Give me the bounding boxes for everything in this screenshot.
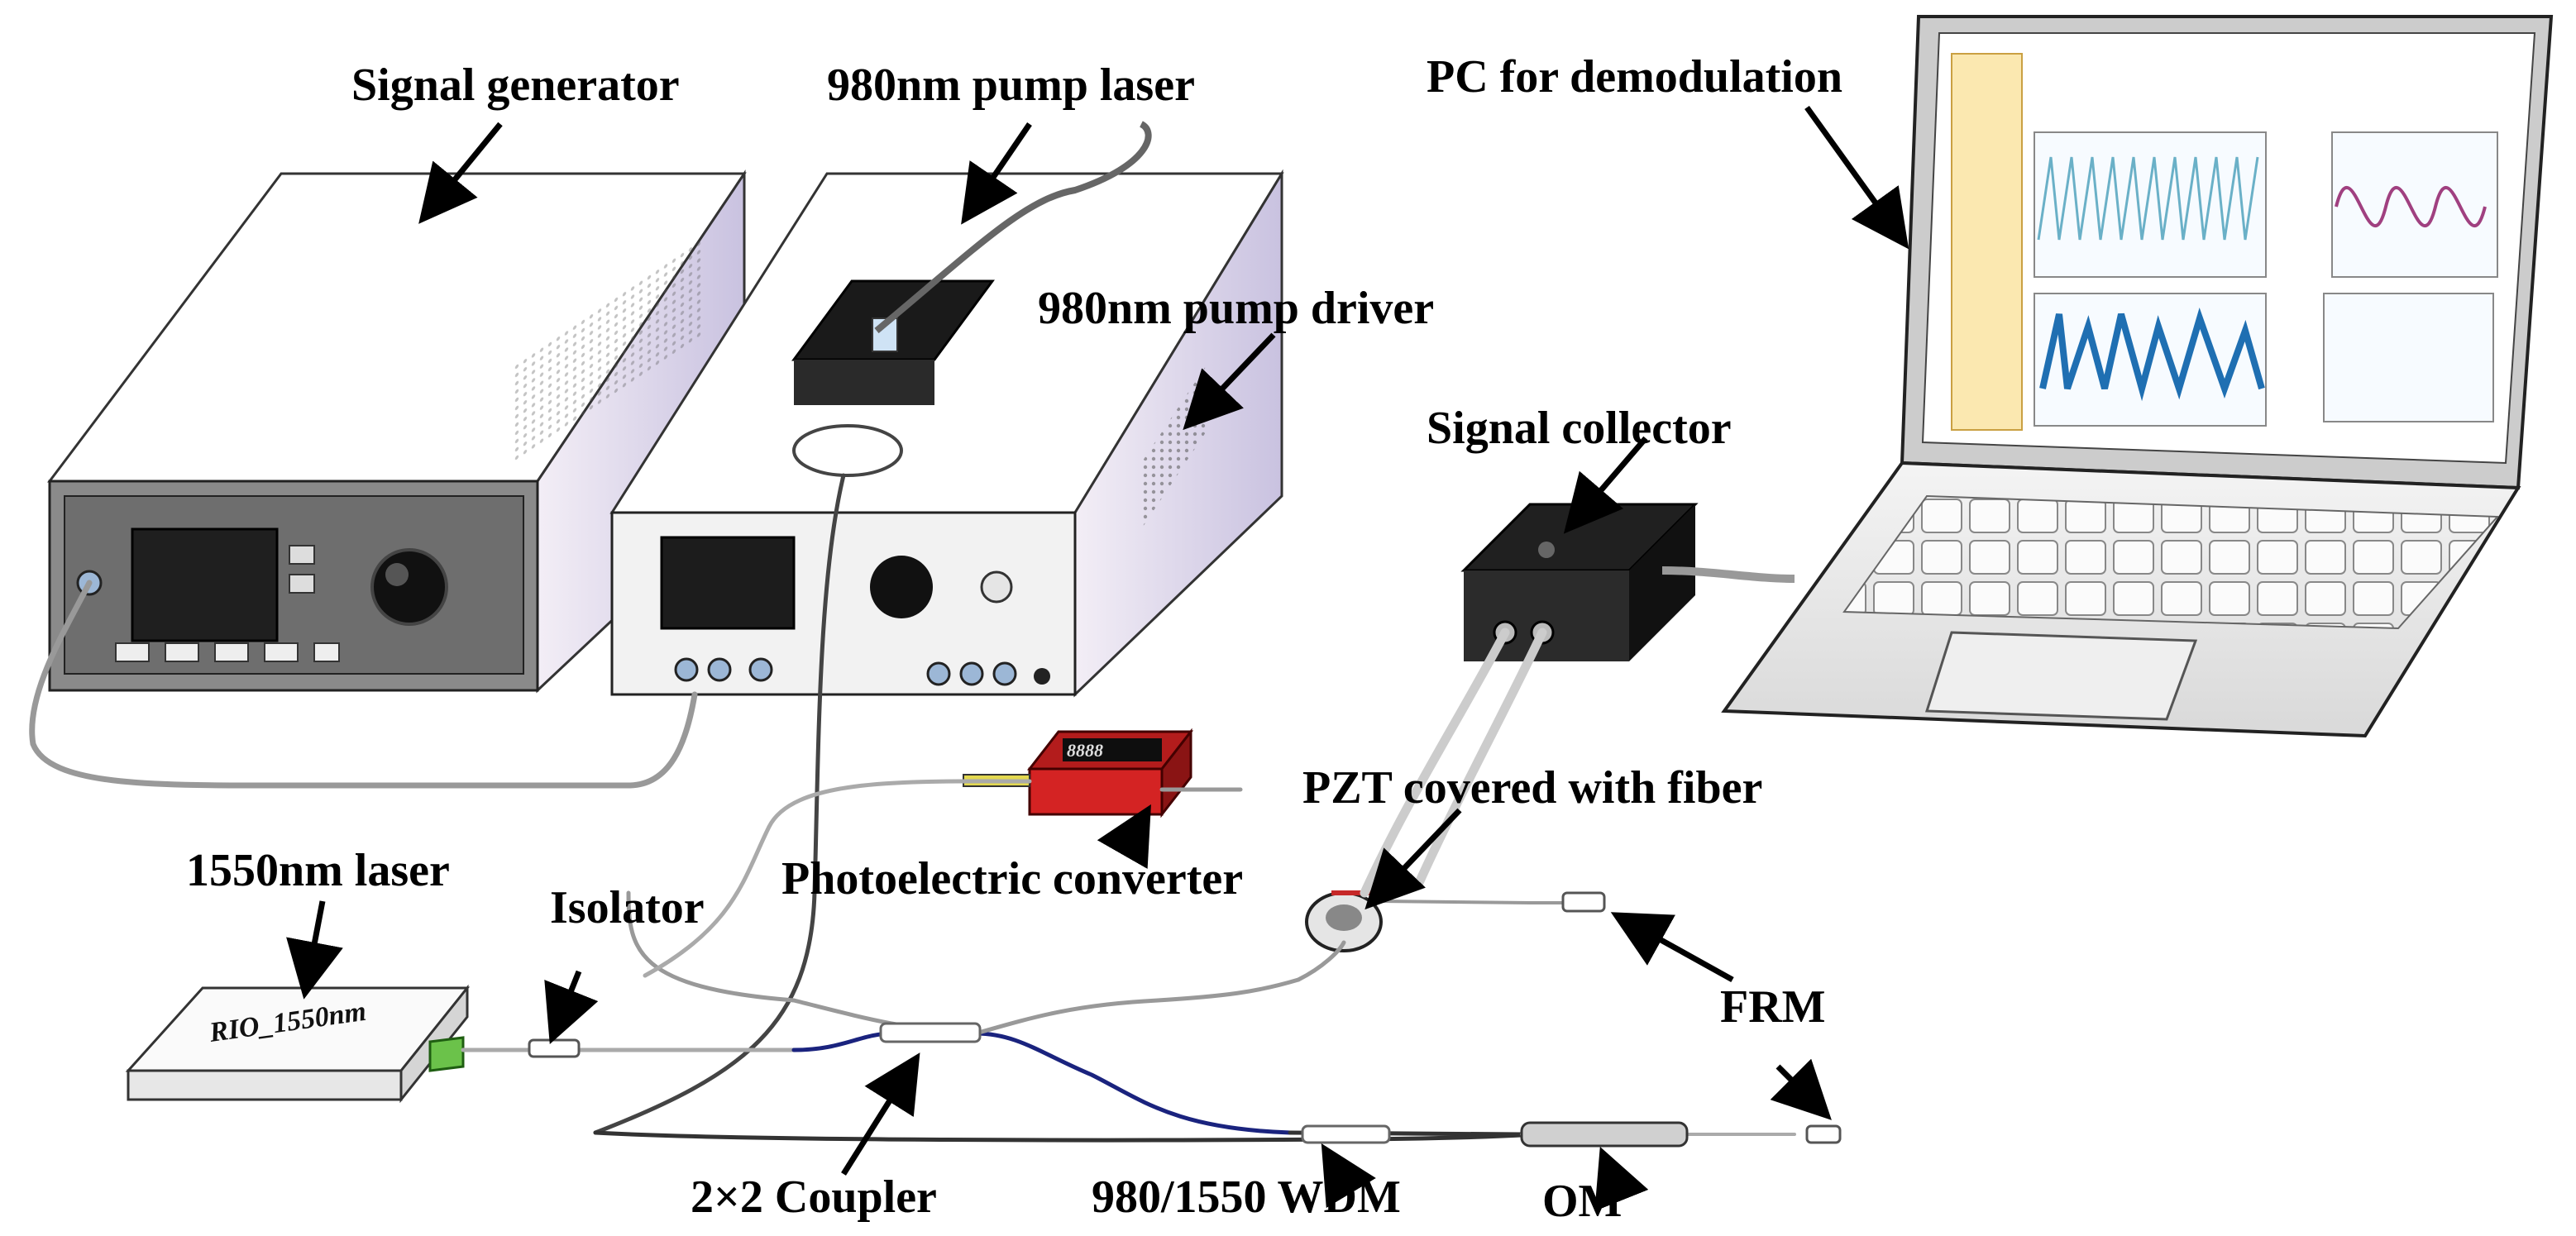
signal-generator-device bbox=[46, 169, 747, 694]
photoelectric-converter-device: 8888 bbox=[963, 728, 1194, 818]
label-pc: PC for demodulation bbox=[1427, 51, 1842, 103]
bnc-connector-icon bbox=[674, 657, 1050, 686]
knob-icon bbox=[870, 556, 933, 618]
label-wdm: 980/1550 WDM bbox=[1092, 1172, 1401, 1223]
label-pzt: PZT covered with fiber bbox=[1302, 762, 1763, 814]
label-signal-generator: Signal generator bbox=[351, 60, 680, 111]
laser-1550-device: RIO_1550nm bbox=[125, 984, 471, 1104]
label-laser-1550: 1550nm laser bbox=[186, 845, 450, 896]
label-om: OM bbox=[1542, 1176, 1623, 1227]
pump-driver-device bbox=[609, 121, 1284, 698]
label-pump-driver: 980nm pump driver bbox=[1038, 283, 1435, 334]
label-pump-laser: 980nm pump laser bbox=[827, 60, 1195, 111]
laptop-icon bbox=[1721, 15, 2554, 738]
photoelectric-display: 8888 bbox=[1067, 740, 1103, 761]
arrow-icon bbox=[286, 105, 1909, 1211]
label-coupler: 2×2 Coupler bbox=[691, 1172, 937, 1223]
knob-icon bbox=[370, 548, 448, 626]
label-isolator: Isolator bbox=[550, 882, 705, 933]
label-photoelectric-converter: Photoelectric converter bbox=[781, 853, 1244, 904]
pzt-device bbox=[1305, 890, 1383, 952]
signal-collector-device bbox=[1460, 503, 1795, 661]
label-frm: FRM bbox=[1720, 981, 1826, 1033]
label-signal-collector: Signal collector bbox=[1427, 403, 1732, 454]
